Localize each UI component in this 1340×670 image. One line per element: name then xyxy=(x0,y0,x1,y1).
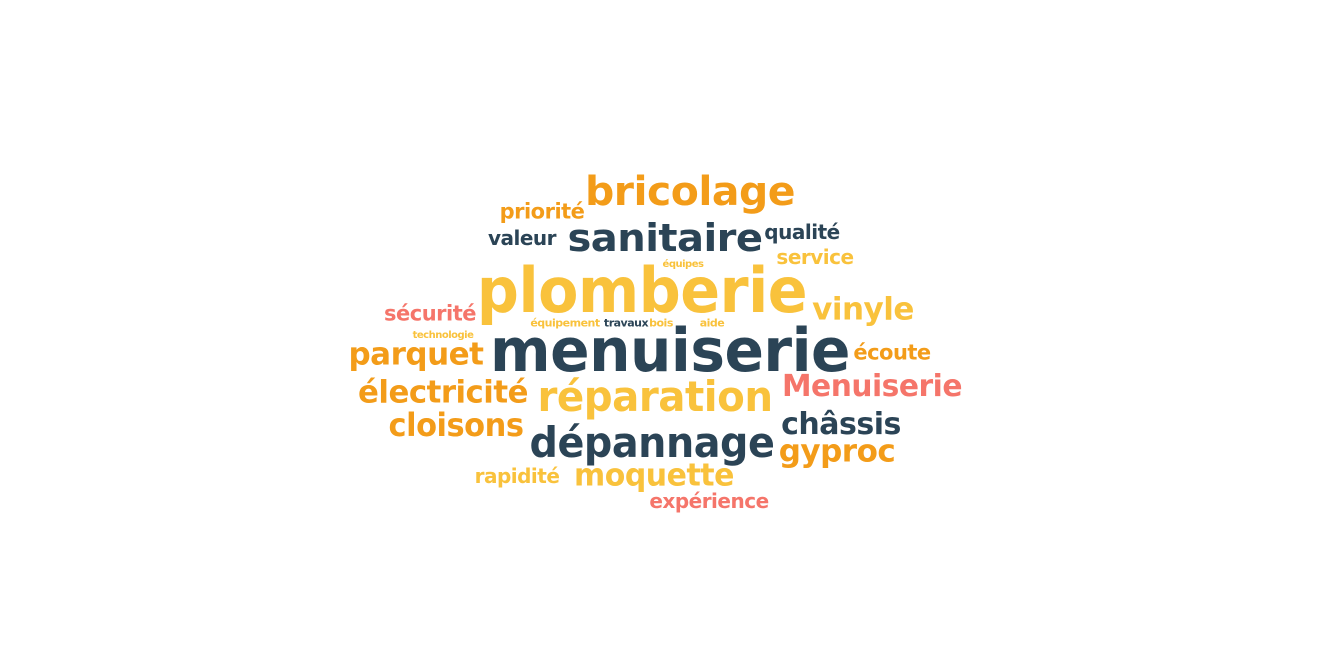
word-travaux: travaux xyxy=(603,316,649,330)
word-electricite: électricité xyxy=(358,374,528,411)
word-plomberie: plomberie xyxy=(476,254,808,327)
word-vinyle: vinyle xyxy=(812,291,914,328)
word-moquette: moquette xyxy=(574,457,734,494)
word-depannage: dépannage xyxy=(529,418,775,467)
word-valeur: valeur xyxy=(487,226,557,250)
word-bois: bois xyxy=(649,316,673,330)
word-priorite: priorité xyxy=(499,199,585,224)
word-qualite: qualité xyxy=(764,220,840,244)
word-technologie: technologie xyxy=(412,330,474,341)
word-menuiserie-capital: Menuiserie xyxy=(781,369,963,404)
word-securite: sécurité xyxy=(384,301,476,326)
word-equipes: équipes xyxy=(662,259,704,270)
word-sanitaire: sanitaire xyxy=(567,216,763,260)
word-service: service xyxy=(776,245,854,269)
word-aide: aide xyxy=(699,316,725,330)
word-experience: expérience xyxy=(649,489,769,513)
word-cloisons: cloisons xyxy=(388,406,524,444)
word-chassis: châssis xyxy=(781,407,901,442)
word-parquet: parquet xyxy=(348,336,484,373)
word-rapidite: rapidité xyxy=(474,464,560,488)
word-reparation: réparation xyxy=(537,372,773,421)
word-bricolage: bricolage xyxy=(585,169,795,215)
word-gyproc: gyproc xyxy=(778,433,896,470)
word-equipement: équipement xyxy=(530,316,600,330)
word-menuiserie: menuiserie xyxy=(490,316,850,386)
word-ecoute: écoute xyxy=(853,340,931,365)
